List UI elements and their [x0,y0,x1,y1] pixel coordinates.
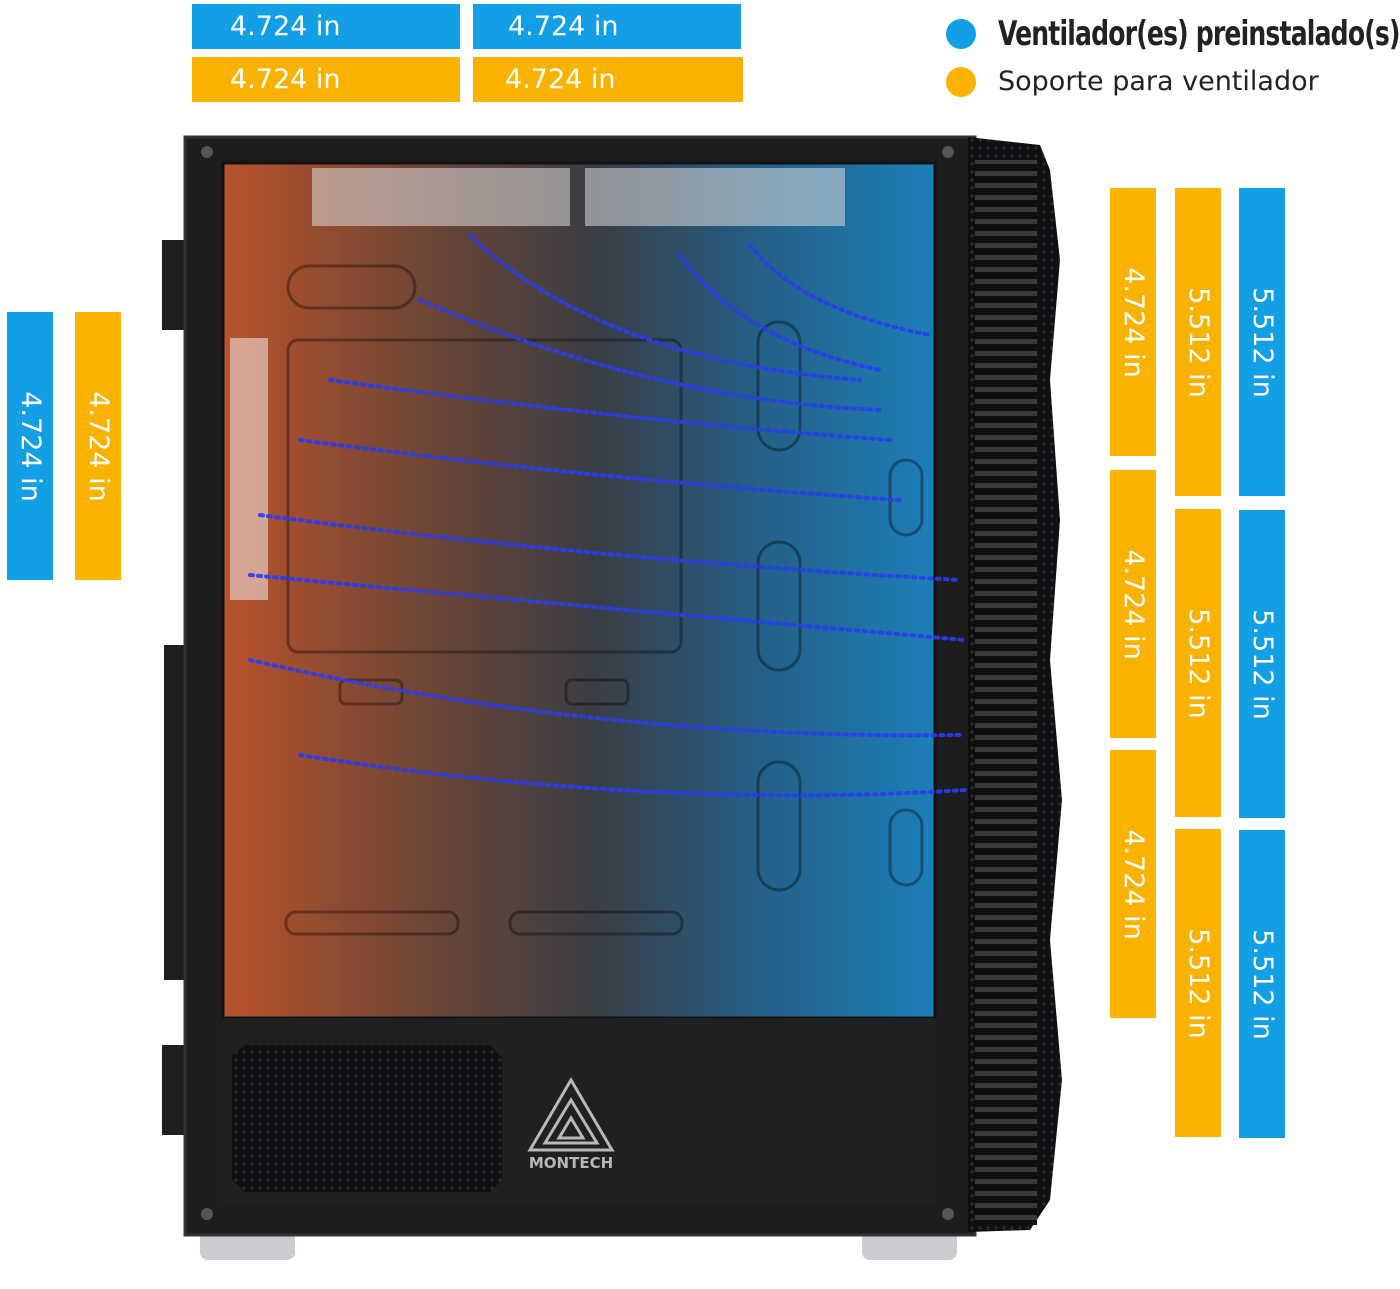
legend-support-text: Soporte para ventilador [998,66,1319,97]
front-vents [975,160,1037,1225]
top-fan-2-support-label: 4.724 in [473,57,743,102]
legend-preinstalled-text: Ventilador(es) preinstalado(s) [998,14,1400,54]
front-140-preinstalled-label-2: 5.512 in [1239,510,1285,818]
legend-preinstalled: Ventilador(es) preinstalado(s) [946,14,1400,54]
front-120-support-label-3: 4.724 in [1110,750,1156,1018]
front-140-support-label-3: 5.512 in [1175,829,1221,1137]
legend-yellow-dot [946,66,976,97]
legend-blue-dot [946,19,976,49]
rear-fan-preinstalled-label: 4.724 in [7,312,53,580]
front-140-preinstalled-label-3: 5.512 in [1239,830,1285,1138]
rear-fan [230,338,268,600]
logo-text: MONTECH [529,1154,613,1172]
top-fan-1-preinstalled-label: 4.724 in [192,4,460,49]
airflow-lines [248,233,967,798]
side-glass-panel [223,163,935,1018]
top-fan-left [312,168,570,226]
legend-support: Soporte para ventilador [946,66,1319,97]
montech-logo [527,1077,615,1152]
front-140-support-label-2: 5.512 in [1175,509,1221,817]
case-screws [201,146,954,1220]
rear-fan-support-label: 4.724 in [75,312,121,580]
top-fan-2-preinstalled-label: 4.724 in [473,4,741,49]
top-fan-1-support-label: 4.724 in [192,57,460,102]
front-140-support-label-1: 5.512 in [1175,188,1221,496]
psu-vent-grille [232,1045,502,1192]
front-120-support-label-1: 4.724 in [1110,188,1156,456]
front-140-preinstalled-label-1: 5.512 in [1239,188,1285,496]
front-120-support-label-2: 4.724 in [1110,470,1156,738]
motherboard-tray [284,264,924,936]
top-fan-right [585,168,845,226]
